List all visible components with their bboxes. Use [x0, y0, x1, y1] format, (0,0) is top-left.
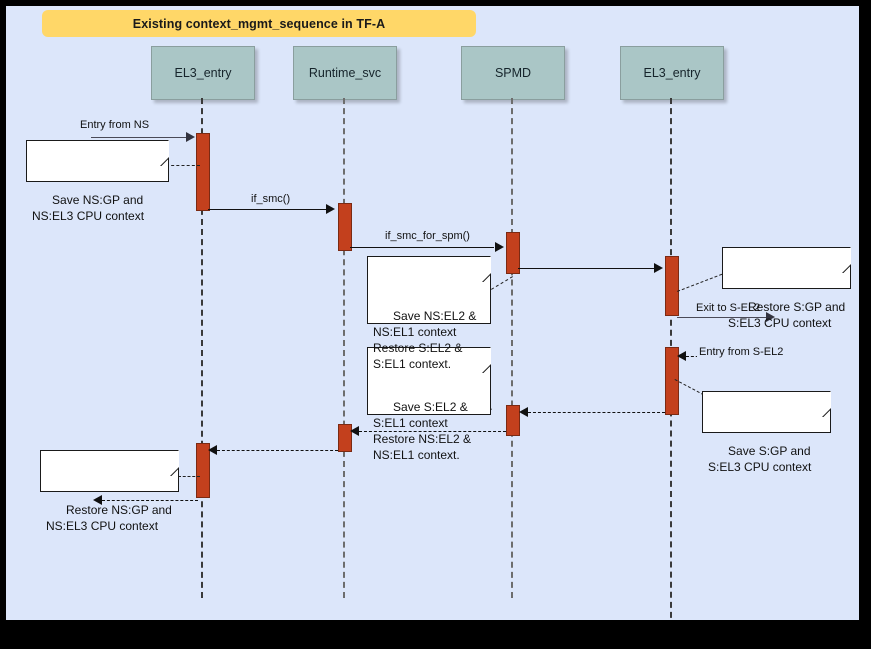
participant-runtime-svc[interactable]: Runtime_svc	[293, 46, 397, 100]
activation-spmd-2	[506, 405, 520, 436]
note-restore-s-gp: Restore S:GP and S:EL3 CPU context	[722, 247, 851, 330]
note-connector-1	[166, 165, 200, 166]
participant-label: SPMD	[494, 66, 532, 80]
participant-label: Runtime_svc	[308, 66, 382, 80]
note-fold-icon	[151, 140, 169, 158]
note-restore-ns-gp: Restore NS:GP and NS:EL3 CPU context	[40, 450, 179, 533]
message-line-spmd-to-el3-entry-s	[518, 268, 654, 269]
message-arrow-entry-from-s-el2	[677, 351, 686, 361]
message-arrow-exit-to-s-el2	[766, 312, 775, 322]
participant-label: EL3_entry	[174, 66, 232, 80]
message-label-entry-from-s-el2: Entry from S-EL2	[697, 346, 786, 358]
activation-spmd-1	[506, 232, 520, 274]
diagram-title-banner: Existing context_mgmt_sequence in TF-A	[42, 10, 476, 37]
message-line-spmd-to-runtime-svc	[359, 431, 506, 432]
message-arrow-exit-to-ns	[93, 495, 102, 505]
message-label-exit-to-s-el2: Exit to S-EL2	[694, 302, 763, 314]
message-line-exit-to-ns	[102, 500, 198, 501]
activation-el3-entry-ns-1	[196, 133, 210, 211]
message-line-if-smc	[208, 209, 326, 210]
note-save-s-el2: Save S:EL2 & S:EL1 context Restore NS:EL…	[367, 347, 491, 462]
note-fold-icon	[833, 247, 851, 265]
activation-runtime-svc-1	[338, 203, 352, 251]
note-connector-3	[677, 273, 723, 292]
note-fold-icon	[473, 256, 491, 274]
activation-el3-entry-s-1	[665, 256, 679, 316]
activation-el3-entry-ns-2	[196, 443, 210, 498]
lifeline-spmd	[511, 98, 513, 598]
note-fold-icon	[473, 347, 491, 365]
participant-label: EL3_entry	[643, 66, 701, 80]
note-save-ns-el2: Save NS:EL2 & NS:EL1 context Restore S:E…	[367, 256, 491, 371]
note-connector-6	[178, 476, 200, 477]
message-label-entry-from-ns: Entry from NS	[78, 119, 152, 131]
note-save-ns-gp: Save NS:GP and NS:EL3 CPU context	[26, 140, 169, 223]
message-label-if-smc-for-spm: if_smc_for_spm()	[383, 230, 472, 242]
message-label-if-smc: if_smc()	[249, 193, 293, 205]
note-fold-icon	[813, 391, 831, 409]
message-line-entry-from-ns	[91, 137, 190, 138]
lifeline-el3-entry-ns	[201, 98, 203, 598]
participant-spmd[interactable]: SPMD	[461, 46, 565, 100]
message-arrow-el3-entry-s-to-spmd	[519, 407, 528, 417]
message-arrow-entry-from-ns	[186, 132, 195, 142]
diagram-canvas: Existing context_mgmt_sequence in TF-A E…	[6, 6, 859, 620]
message-arrow-spmd-to-el3-entry-s	[654, 263, 663, 273]
message-line-runtime-svc-to-el3-entry-ns	[217, 450, 338, 451]
activation-runtime-svc-2	[338, 424, 352, 452]
participant-el3-entry-ns[interactable]: EL3_entry	[151, 46, 255, 100]
participant-el3-entry-s[interactable]: EL3_entry	[620, 46, 724, 100]
note-connector-2	[491, 276, 513, 290]
activation-el3-entry-s-2	[665, 347, 679, 415]
note-save-s-gp: Save S:GP and S:EL3 CPU context	[702, 391, 831, 474]
note-fold-icon	[161, 450, 179, 468]
message-arrow-if-smc-for-spm	[495, 242, 504, 252]
message-arrow-spmd-to-runtime-svc	[350, 426, 359, 436]
message-line-exit-to-s-el2	[677, 317, 767, 318]
message-arrow-runtime-svc-to-el3-entry-ns	[208, 445, 217, 455]
message-line-if-smc-for-spm	[350, 247, 494, 248]
lifeline-runtime-svc	[343, 98, 345, 598]
message-line-el3-entry-s-to-spmd	[528, 412, 665, 413]
message-arrow-if-smc	[326, 204, 335, 214]
